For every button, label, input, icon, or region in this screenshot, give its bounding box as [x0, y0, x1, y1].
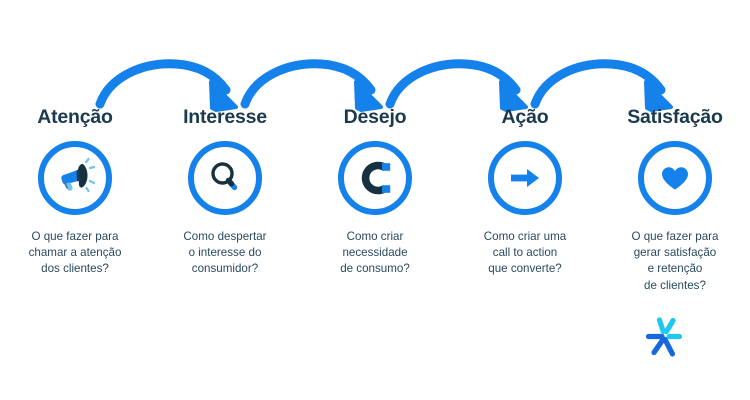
step-icon-circle	[488, 140, 562, 215]
step-interesse[interactable]: Interesse Como despertar o interesse do …	[150, 106, 300, 278]
arrow-interesse-to-desejo	[245, 64, 381, 110]
magnifier-icon	[211, 161, 238, 190]
step-title: Desejo	[343, 106, 407, 128]
megaphone-icon	[61, 157, 96, 192]
step-satisfacao[interactable]: Satisfação O que fazer para gerar satisf…	[600, 106, 750, 294]
arrow-atencao-to-interesse	[100, 64, 236, 110]
step-caption: Como criar necessidade de consumo?	[340, 229, 410, 276]
step-icon-circle	[38, 140, 112, 215]
step-title: Interesse	[183, 106, 267, 128]
step-acao[interactable]: Ação Como criar uma call to action que c…	[450, 106, 600, 278]
step-atencao[interactable]: Atenção O que fazer para chamar a	[0, 106, 150, 278]
step-title: Ação	[501, 106, 549, 128]
step-icon-circle	[638, 140, 712, 215]
step-desejo[interactable]: Desejo Como criar necessidade de consumo…	[300, 106, 450, 278]
step-title: Atenção	[37, 106, 113, 128]
steps-row: Atenção O que fazer para chamar a	[0, 106, 750, 294]
step-caption: O que fazer para gerar satisfação e rete…	[631, 229, 719, 292]
arrow-acao-to-satisfacao	[535, 64, 671, 110]
step-caption: Como criar uma call to action que conver…	[483, 229, 567, 276]
step-icon-circle	[338, 140, 412, 215]
step-caption: Como despertar o interesse do consumidor…	[183, 229, 267, 276]
step-caption: O que fazer para chamar a atenção dos cl…	[28, 229, 122, 276]
heart-icon	[662, 166, 688, 189]
magnet-icon	[361, 161, 391, 194]
brand-logo-icon	[645, 317, 683, 357]
step-icon-circle	[188, 140, 262, 215]
step-title: Satisfação	[627, 106, 723, 128]
arrow-desejo-to-acao	[390, 64, 526, 110]
arrow-right-icon	[511, 168, 539, 187]
